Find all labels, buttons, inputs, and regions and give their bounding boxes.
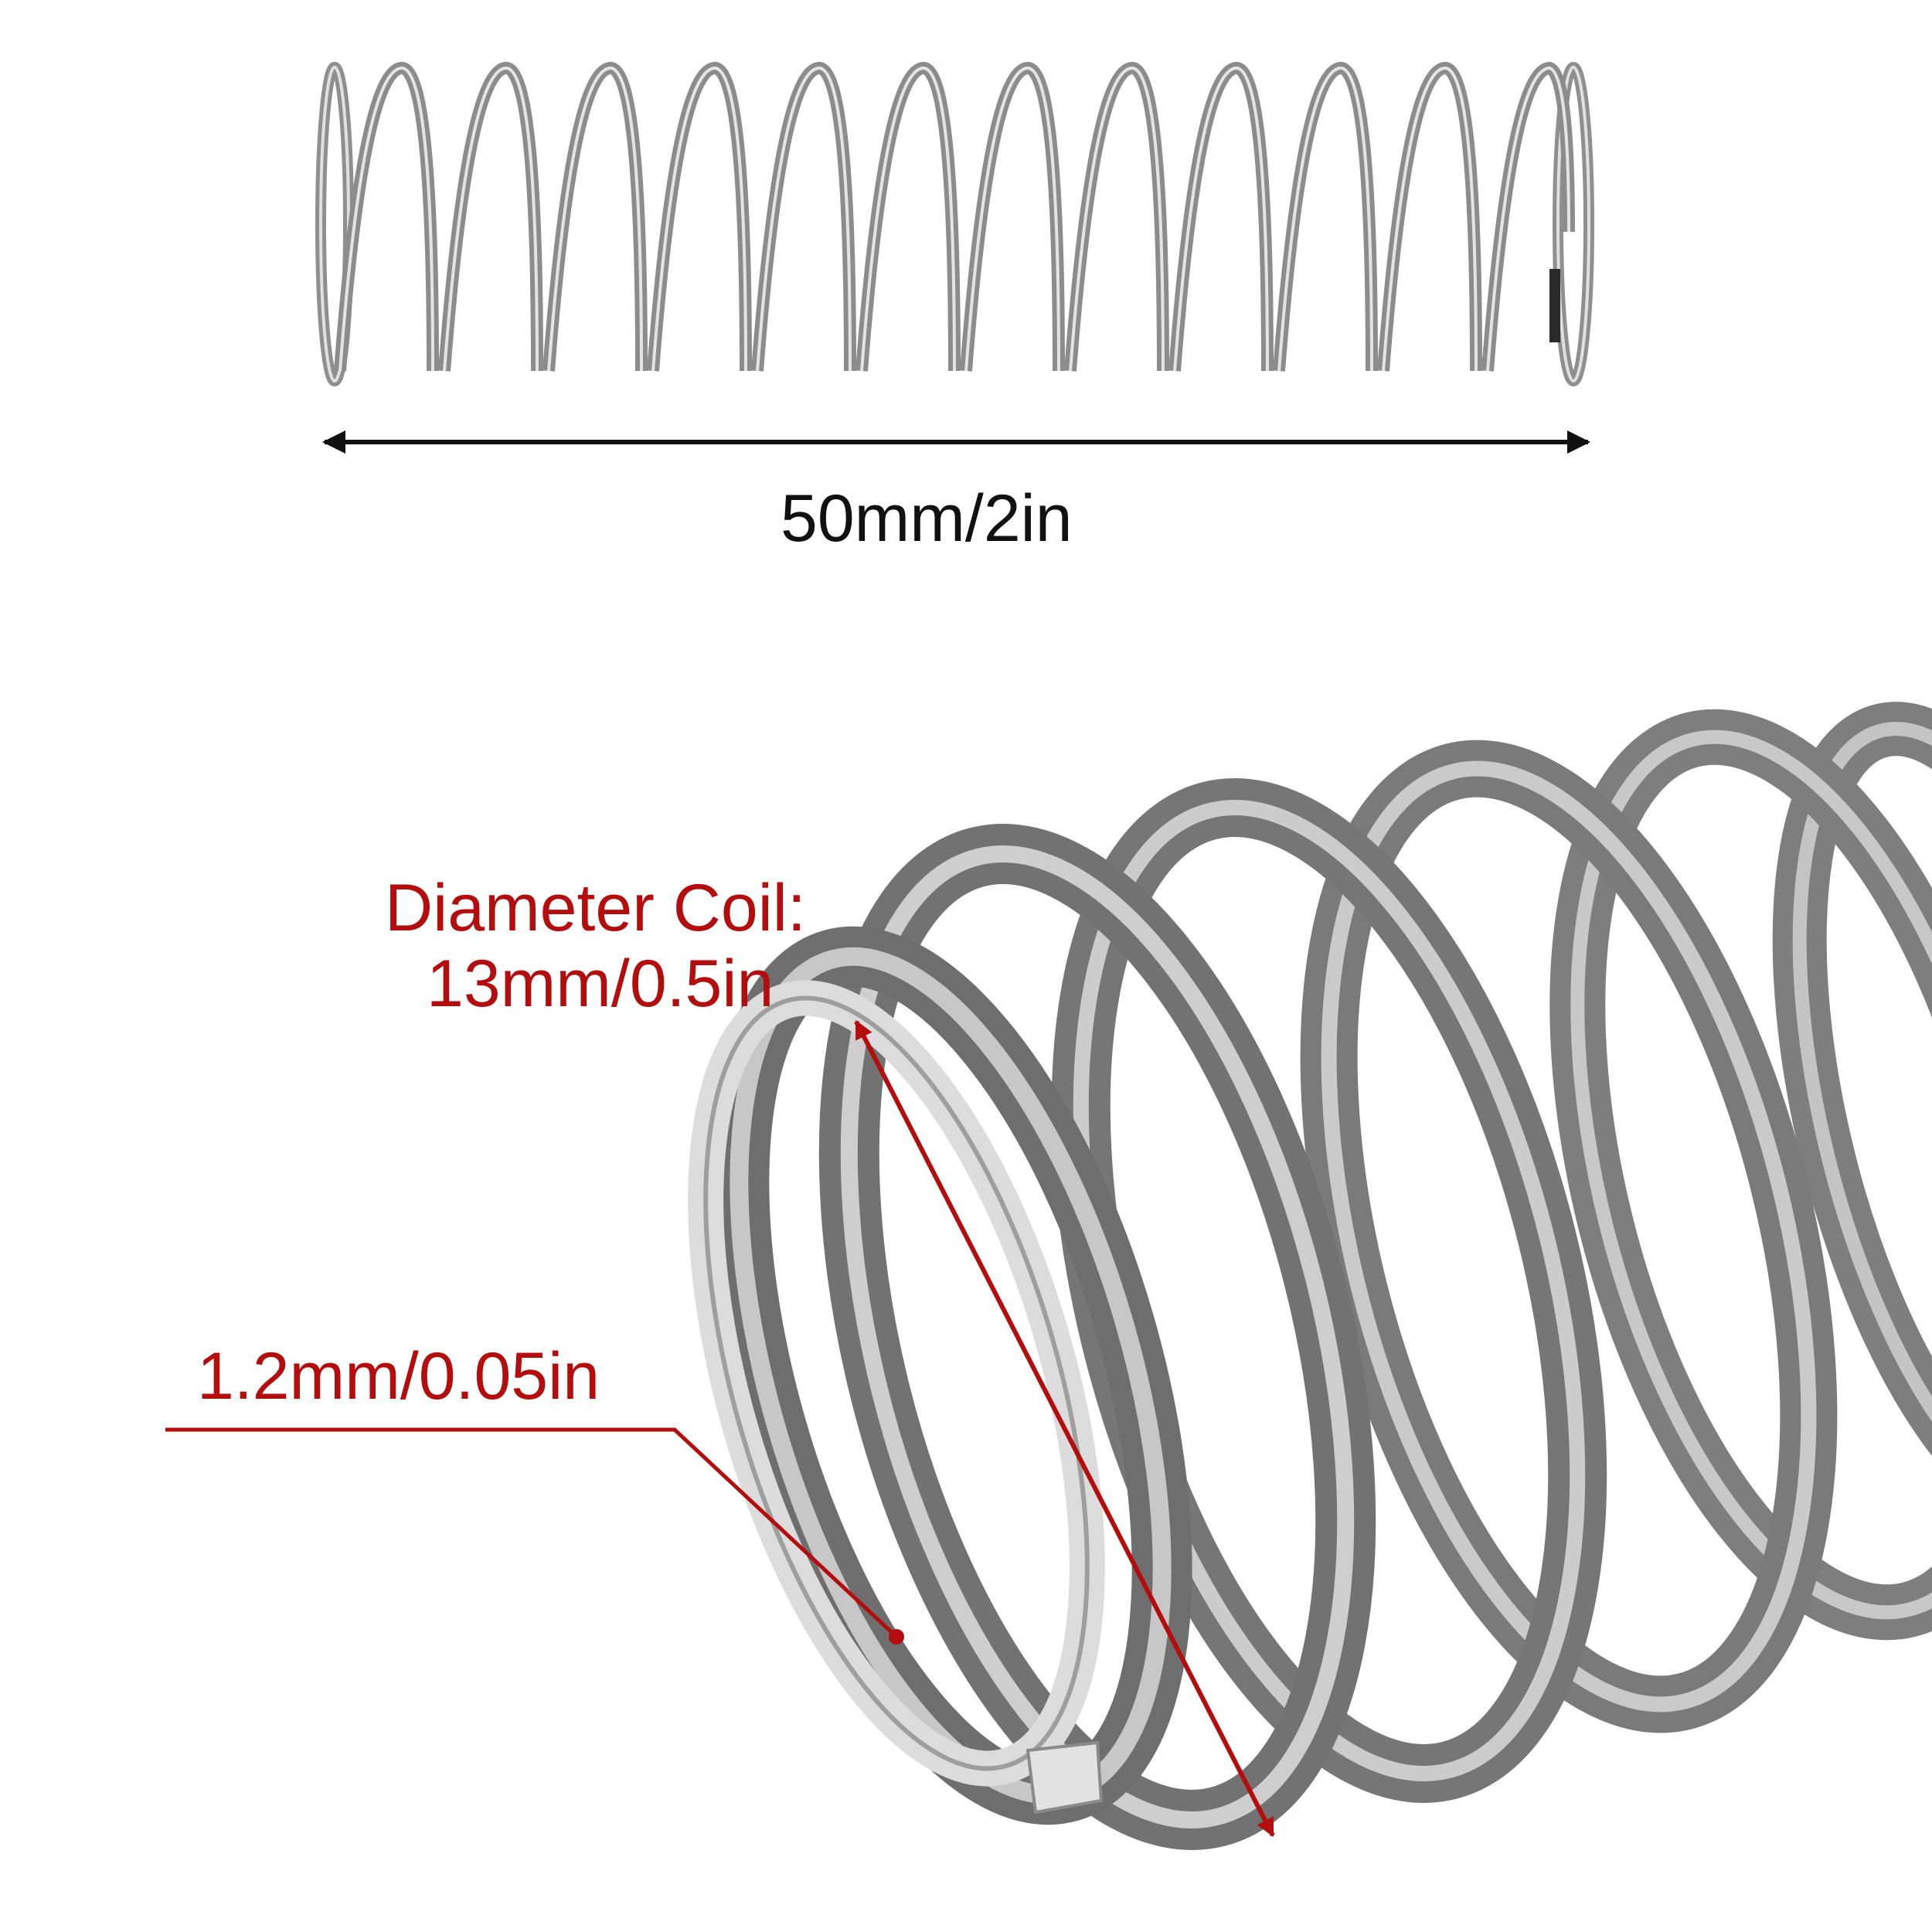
wire-diameter-dot xyxy=(889,1629,904,1645)
coil-diameter-value: 13mm/0.5in xyxy=(427,947,774,1021)
top-spring-image xyxy=(315,61,1594,386)
length-label: 50mm/2in xyxy=(781,481,1073,556)
wire-diameter-leader xyxy=(165,1427,898,1638)
wire-diameter-label: 1.2mm/0.05in xyxy=(197,1339,600,1413)
coil-diameter-title: Diameter Coil: xyxy=(385,871,806,945)
bottom-spring-image xyxy=(688,702,1932,1850)
coil-diameter-arrow xyxy=(854,1019,1275,1838)
